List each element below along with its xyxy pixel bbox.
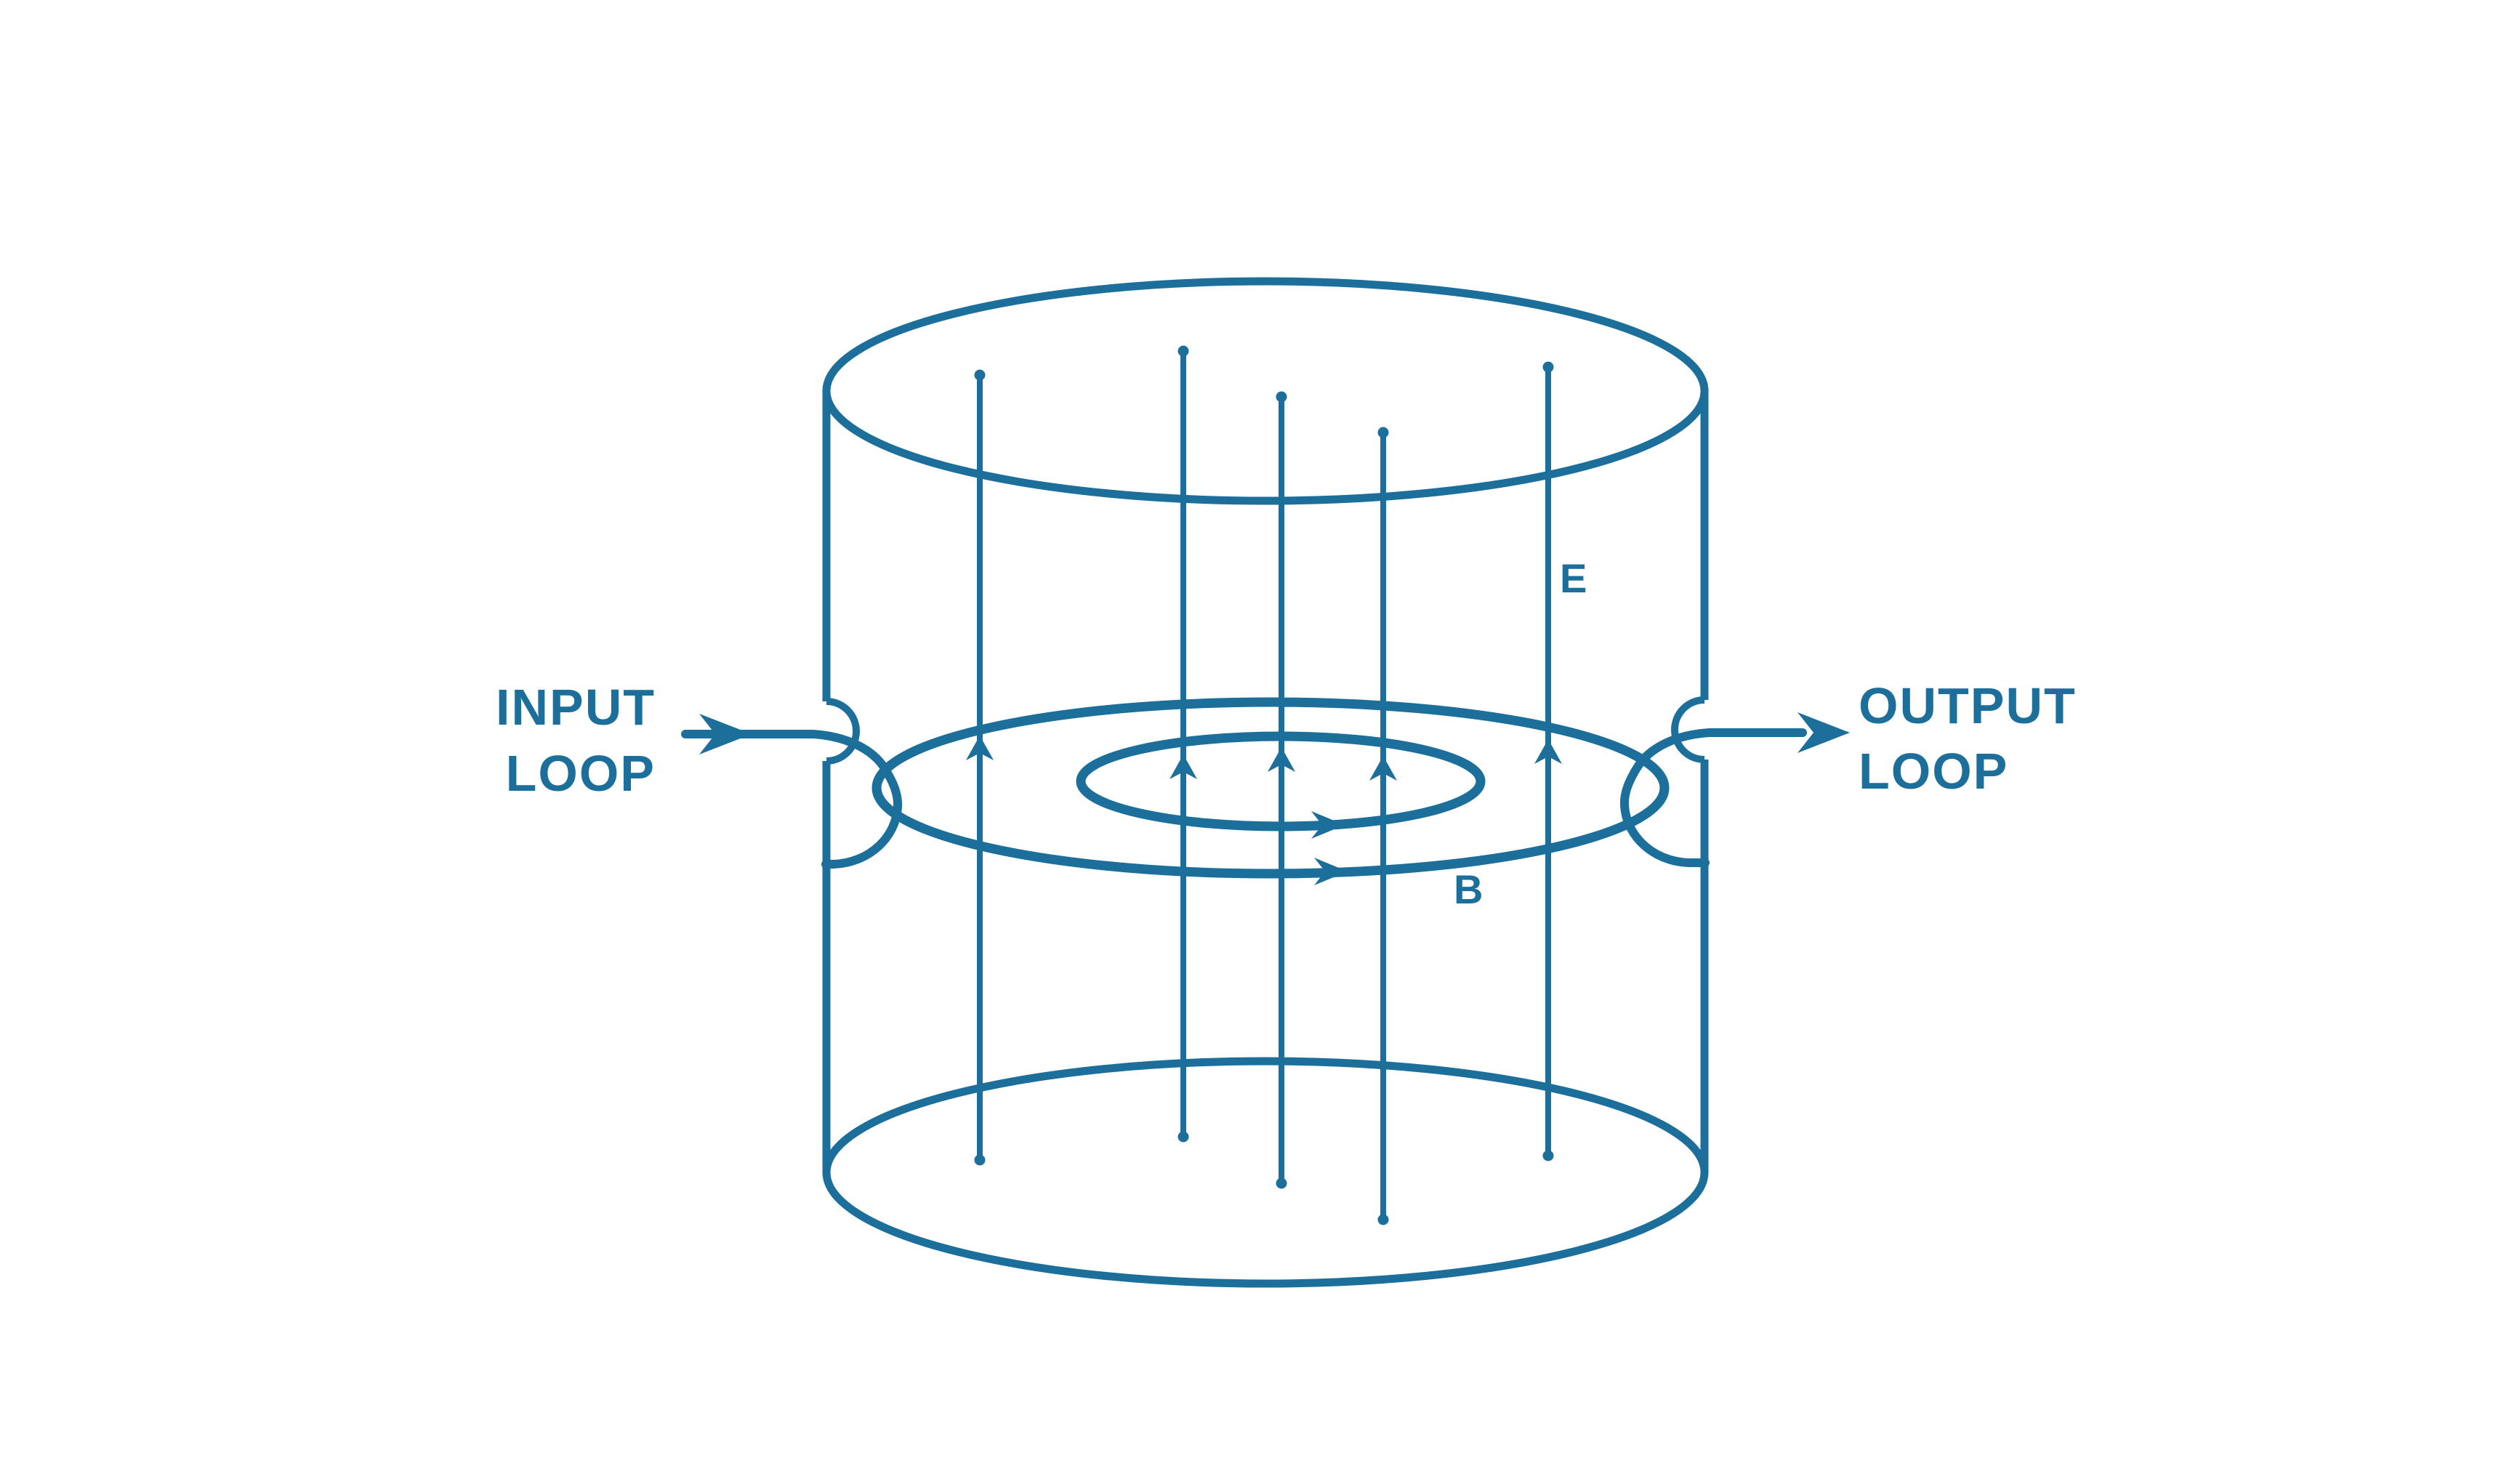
line-top-dot [1542,361,1554,373]
b-inner-loop [1076,731,1486,831]
line-bottom-dot [974,1154,986,1166]
cylinder-bottom-ellipse [822,1057,1709,1288]
line-top-dot [974,369,986,381]
cavity-cylinder [822,277,1709,1288]
e-arrow-icon [1369,756,1397,781]
output-loop-label-line1: OUTPUT [1859,677,2077,734]
cylinder-top-ellipse [822,277,1709,505]
line-top-dot [1276,391,1287,403]
line-top-dot [1178,345,1189,357]
line-top-dot [1377,427,1389,438]
output-wire [1619,728,1807,867]
output-arrow-icon [1798,712,1850,753]
e-field-label: E [1560,555,1588,601]
e-arrow-icon [1170,754,1197,779]
b-outer-loop [871,697,1670,879]
b-field-loops [871,697,1670,885]
e-arrow-icon [1268,747,1295,772]
b-arrow-icon [1314,858,1348,885]
output-loop-label-line2: LOOP [1859,743,2008,800]
line-bottom-dot [1542,1150,1554,1161]
line-bottom-dot [1276,1177,1287,1189]
line-bottom-dot [1377,1214,1389,1225]
right-wall-port-bump [1671,696,1705,763]
e-field-line [1268,391,1295,1189]
input-wire [681,730,903,869]
e-field-line [1369,427,1397,1225]
input-loop-label-line2: LOOP [506,745,656,802]
e-arrow-icon [966,736,994,760]
e-field-line [966,369,994,1166]
input-arrow-icon [699,714,752,754]
input-loop: INPUT LOOP [496,679,903,869]
e-field-line [1534,361,1562,1161]
output-loop: OUTPUT LOOP [1619,677,2077,867]
e-arrow-icon [1534,739,1562,764]
left-wall-port-bump [826,698,860,765]
b-field-label: B [1454,866,1484,912]
input-loop-label-line1: INPUT [496,679,656,736]
e-field-lines [966,345,1562,1225]
line-bottom-dot [1178,1131,1189,1143]
b-arrow-icon [1311,811,1345,839]
